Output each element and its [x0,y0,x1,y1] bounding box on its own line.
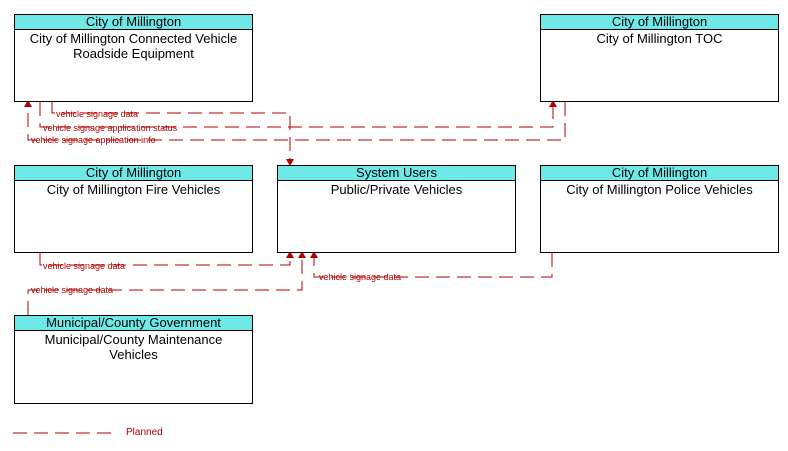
node-name: City of Millington Fire Vehicles [46,182,221,197]
flow-label-fire-to-ppv: vehicle signage data [43,261,125,271]
arrowhead [286,159,294,166]
flow-rse-to-toc-status[interactable] [39,102,554,128]
node-owner: Municipal/County Government [15,316,252,331]
arrowhead [310,251,318,258]
node-name: City of Millington Police Vehicles [566,182,753,197]
node-owner: City of Millington [15,15,252,30]
node-police[interactable]: City of Millington City of Millington Po… [540,165,779,253]
flow-label-rse-to-ppv: vehicle signage data [56,109,138,119]
node-rse[interactable]: City of Millington City of Millington Co… [14,14,253,102]
flow-maint-to-ppv[interactable] [27,257,303,315]
flow-label-rse-to-toc-status: vehicle signage application status [43,123,178,133]
node-name: Municipal/County Maintenance Vehicles [44,332,223,362]
node-ppv[interactable]: System Users Public/Private Vehicles [277,165,516,253]
flow-label-maint-to-ppv: vehicle signage data [31,285,113,295]
node-maint[interactable]: Municipal/County Government Municipal/Co… [14,315,253,404]
flow-fire-to-ppv[interactable] [39,253,291,266]
node-owner: City of Millington [541,15,778,30]
arrowhead [549,100,557,107]
node-name: City of Millington TOC [596,31,723,46]
flow-rse-to-ppv[interactable] [51,102,291,160]
legend-planned-label: Planned [126,427,163,438]
node-owner: System Users [278,166,515,181]
flow-toc-to-rse-info[interactable] [27,102,566,141]
arrowhead [24,100,32,107]
node-name: City of Millington Connected Vehicle Roa… [29,31,238,61]
node-fire[interactable]: City of Millington City of Millington Fi… [14,165,253,253]
arrowhead [298,251,306,258]
flow-police-to-ppv[interactable] [313,253,553,278]
node-name: Public/Private Vehicles [330,182,463,197]
node-owner: City of Millington [541,166,778,181]
arrowhead [286,251,294,258]
flow-label-police-to-ppv: vehicle signage data [319,272,401,282]
flow-label-toc-to-rse-info: vehicle signage application info [31,135,156,145]
node-toc[interactable]: City of Millington City of Millington TO… [540,14,779,102]
node-owner: City of Millington [15,166,252,181]
